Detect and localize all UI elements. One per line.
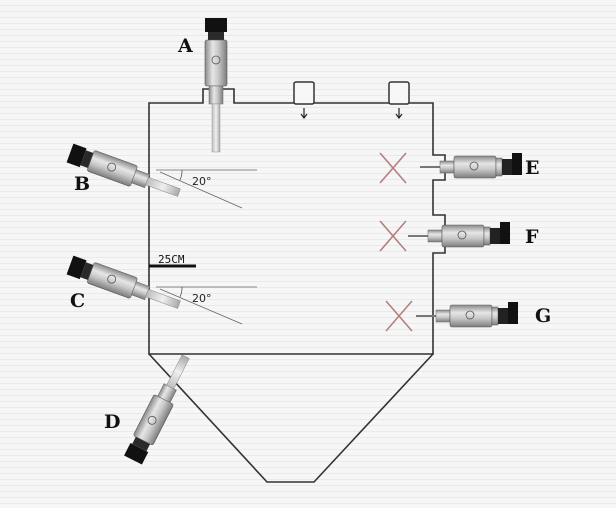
label-c: C xyxy=(70,290,85,312)
label-b: B xyxy=(74,173,90,195)
sensor-a xyxy=(204,18,228,153)
cross-mark-icon xyxy=(379,152,407,184)
label-f: F xyxy=(525,226,539,248)
hopper-outline xyxy=(148,353,434,483)
slope-line-c xyxy=(159,288,243,325)
label-a: A xyxy=(177,35,193,57)
cross-mark-icon xyxy=(379,220,407,252)
label-g: G xyxy=(535,305,551,327)
sensor-d xyxy=(122,351,196,466)
angle-label-c: 20° xyxy=(192,292,212,305)
inlet-arrow-icon xyxy=(293,81,315,119)
cross-mark-icon xyxy=(385,300,413,332)
sensor-g xyxy=(415,301,519,328)
inlet-arrow-icon xyxy=(388,81,410,119)
slope-line-b xyxy=(159,171,243,209)
label-d: D xyxy=(104,411,120,433)
angle-arc-b xyxy=(179,169,183,181)
angle-arc-c xyxy=(179,286,183,298)
label-e: E xyxy=(525,157,539,179)
angle-label-b: 20° xyxy=(192,175,212,188)
sensor-e xyxy=(419,152,523,179)
dimension-label: 25CM xyxy=(158,253,185,266)
sensor-f xyxy=(407,221,511,248)
silo-outline xyxy=(148,88,446,355)
